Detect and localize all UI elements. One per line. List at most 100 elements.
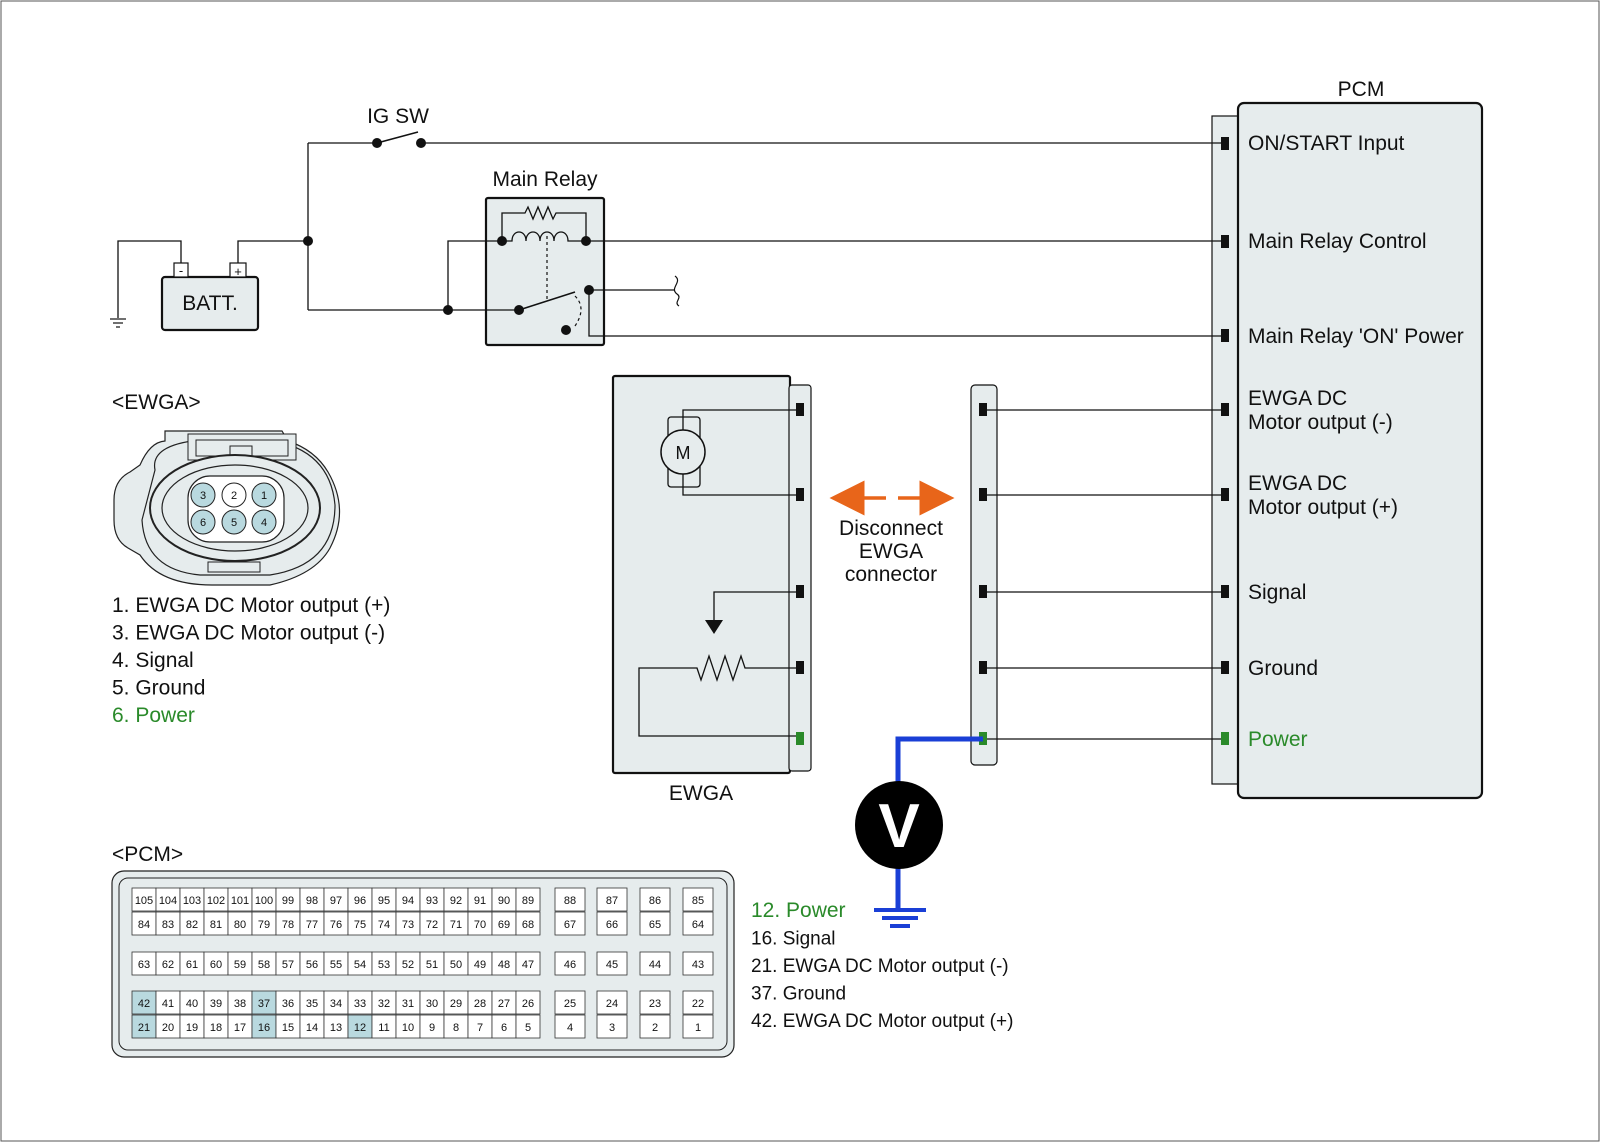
ewga-pin: [190, 509, 216, 535]
pcm-pin-number: 59: [234, 959, 246, 971]
pcm-pin-number: 86: [649, 895, 661, 907]
pcm-title: PCM: [1338, 78, 1385, 101]
pcm-pin-number: 25: [564, 998, 576, 1010]
pcm-pin-number: 73: [402, 919, 414, 931]
battery: - + BATT.: [160, 262, 260, 332]
ewga-pin: [251, 482, 277, 508]
pcm-pin-number: 82: [186, 919, 198, 931]
ewga-terminal-power: [796, 732, 804, 745]
pcm-pin-cell: [596, 990, 628, 1015]
pcm-pin-number: 4: [567, 1022, 573, 1034]
pcm-pin-number: 60: [210, 959, 222, 971]
pcm-pin-label: Motor output (+): [1248, 496, 1398, 519]
voltmeter-label: V: [878, 792, 919, 861]
pcm-pin-cell: [639, 911, 671, 936]
pcm-pin-cell: [554, 1014, 586, 1039]
pcm-box: [1236, 101, 1484, 800]
pcm-pin-number: 8: [453, 1022, 459, 1034]
pcm-pin-number: 64: [692, 919, 704, 931]
pcm-pin-number: 83: [162, 919, 174, 931]
pcm-pin-number: 42: [138, 998, 150, 1010]
pcm-pin-label: Ground: [1248, 657, 1318, 680]
pcm-pin-cell: [639, 990, 671, 1015]
voltmeter-icon: [855, 781, 943, 869]
pcm-pin-number: 12: [354, 1022, 366, 1034]
pcm-pin-number: 9: [429, 1022, 435, 1034]
pcm-pin-cell: [515, 887, 541, 912]
pcm-pin-number: 50: [450, 959, 462, 971]
pcm-pin-number: 87: [606, 895, 618, 907]
pcm-pin-number: 85: [692, 895, 704, 907]
motor-label: M: [676, 443, 691, 463]
pcm-pin-number: 94: [402, 895, 414, 907]
pcm-pin-number: 76: [330, 919, 342, 931]
pcm-pin-number: 75: [354, 919, 366, 931]
pcm-pin-number: 1: [695, 1022, 701, 1034]
pcm-pin-number: 53: [378, 959, 390, 971]
pcm-pin-number: 95: [378, 895, 390, 907]
pcm-pin-number: 68: [522, 919, 534, 931]
pcm-pin-number: 88: [564, 895, 576, 907]
pcm-pin-number: 99: [282, 895, 294, 907]
pcm-pin-number: 70: [474, 919, 486, 931]
pcm-pin-cell: [682, 1014, 714, 1039]
pcm-pin-number: 31: [402, 998, 414, 1010]
pcm-pin-cell: [682, 911, 714, 936]
ewga-pin-number: 1: [261, 490, 267, 502]
pcm-legend-item: 21. EWGA DC Motor output (-): [751, 956, 1009, 977]
pcm-terminal: [1221, 403, 1229, 416]
pcm-pin-number: 14: [306, 1022, 318, 1034]
pcm-pin-number: 49: [474, 959, 486, 971]
pcm-pin-number: 103: [183, 895, 201, 907]
pcm-pin-cell: [554, 887, 586, 912]
pcm-pin-cell: [515, 911, 541, 936]
pcm-pin-number: 36: [282, 998, 294, 1010]
pcm-pin-number: 3: [609, 1022, 615, 1034]
wire-break-symbol: [673, 275, 680, 307]
pcm-legend-item: 42. EWGA DC Motor output (+): [751, 1011, 1013, 1032]
ewga-pin-number: 4: [261, 517, 267, 529]
pcm-pin-cell: [639, 951, 671, 976]
ewga-pin: [221, 482, 247, 508]
pcm-terminal: [1221, 488, 1229, 501]
pcm-terminal-power: [1221, 732, 1229, 745]
pcm-pin-number: 79: [258, 919, 270, 931]
pcm-pin-label: EWGA DC: [1248, 387, 1347, 410]
pcm-pin-number: 48: [498, 959, 510, 971]
pcm-pin-number: 55: [330, 959, 342, 971]
harness-terminal: [979, 585, 987, 598]
pcm-terminal: [1221, 661, 1229, 674]
ground-symbol-meter: [874, 908, 926, 928]
pcm-pin-number: 34: [330, 998, 342, 1010]
pcm-pin-number: 43: [692, 959, 704, 971]
ewga-pin-number: 3: [200, 490, 206, 502]
pcm-pin-number: 23: [649, 998, 661, 1010]
pcm-pin-number: 89: [522, 895, 534, 907]
ewga-legend-item: 3. EWGA DC Motor output (-): [112, 622, 385, 645]
ewga-pin: [190, 482, 216, 508]
relay-return-arc: [574, 295, 582, 327]
pcm-pin-label: Main Relay Control: [1248, 230, 1427, 253]
pcm-pin-number: 26: [522, 998, 534, 1010]
pcm-pin-number: 16: [258, 1022, 270, 1034]
terminals: [796, 137, 1229, 745]
meter-lead-positive: [895, 736, 983, 787]
pcm-pin-number: 80: [234, 919, 246, 931]
pcm-pin-number: 21: [138, 1022, 150, 1034]
ewga-pin-number: 2: [231, 490, 237, 502]
pcm-pin-number: 84: [138, 919, 150, 931]
pcm-pin-number: 74: [378, 919, 390, 931]
pcm-pin-number: 52: [402, 959, 414, 971]
ewga-module-connector-strip: [788, 384, 812, 772]
pcm-pin-number: 10: [402, 1022, 414, 1034]
pcm-pin-cell: [554, 990, 586, 1015]
relay-coil: [502, 231, 586, 242]
ewga-legend-item: 5. Ground: [112, 677, 205, 700]
harness-terminal: [979, 661, 987, 674]
pcm-pin-number: 61: [186, 959, 198, 971]
ewga-terminal: [796, 585, 804, 598]
pcm-pin-label: Motor output (-): [1248, 411, 1393, 434]
relay-switch-nc: [561, 325, 571, 335]
